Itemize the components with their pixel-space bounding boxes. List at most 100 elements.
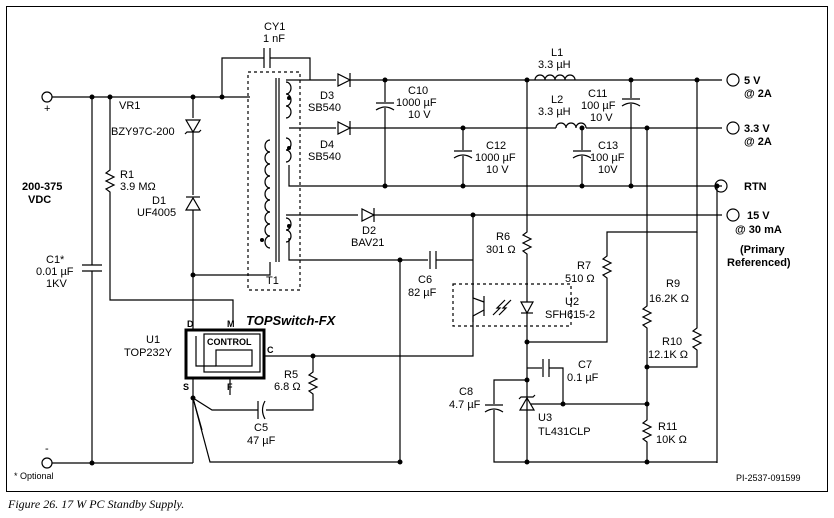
- d4-ref: D4: [320, 139, 334, 151]
- u1-pin-s: S: [183, 382, 189, 392]
- junction-dot: [560, 401, 566, 407]
- c5-wire: [192, 397, 258, 411]
- input-plus-terminal: [41, 91, 53, 103]
- u2-light-arrow: [498, 299, 512, 316]
- out-33v-voltage: 3.3 V: [744, 123, 770, 135]
- u1-value: TOP232Y: [124, 347, 173, 359]
- u3-shunt-regulator: [518, 396, 536, 411]
- d1-value: UF4005: [137, 207, 176, 219]
- c1-value: 0.01 µF: [36, 266, 74, 278]
- l1-inductor: [534, 74, 576, 81]
- r6-value: 301 Ω: [486, 244, 516, 256]
- c12-value: 1000 µF: [475, 152, 516, 164]
- u2-collector: [472, 290, 485, 303]
- c5-plate-curved: [261, 400, 266, 420]
- u1-brand: TOPSwitch-FX: [246, 313, 337, 328]
- l2-value: 3.3 µH: [538, 106, 571, 118]
- drain-wire: [193, 262, 271, 276]
- u3-value: TL431CLP: [538, 426, 591, 438]
- input-unit: VDC: [28, 194, 51, 206]
- d2-ref: D2: [362, 225, 376, 237]
- source-return-wire-2: [192, 397, 203, 431]
- out-15v-note1: (Primary: [740, 244, 786, 256]
- u3-bar: [518, 394, 536, 400]
- junction-dot: [644, 459, 650, 465]
- u1-ref: U1: [146, 334, 160, 346]
- c8-plate-curved: [484, 408, 504, 413]
- c13-ref: C13: [598, 140, 618, 152]
- u1-pin-c: C: [267, 345, 274, 355]
- r10-ref: R10: [662, 336, 682, 348]
- junction-dot: [382, 183, 388, 189]
- u1-block-label: CONTROL: [207, 337, 252, 347]
- r5-value: 6.8 Ω: [274, 381, 301, 393]
- t1-phase-dot: [287, 96, 291, 100]
- t1-bias-winding: [285, 217, 292, 243]
- cy1-ref: CY1: [264, 21, 285, 33]
- input-voltage: 200-375: [22, 181, 62, 193]
- u1-control-internal: [215, 349, 253, 367]
- c12-rating: 10 V: [486, 164, 509, 176]
- t1-5v-winding: [285, 81, 292, 119]
- t1-primary-winding: [264, 139, 271, 249]
- vr1-zener: [184, 119, 202, 134]
- c11-plate-curved: [621, 102, 641, 107]
- out-15v-terminal: [726, 208, 740, 222]
- c10-ref: C10: [408, 85, 428, 97]
- out-5v-current: @ 2A: [744, 88, 772, 100]
- u2-ref: U2: [565, 296, 579, 308]
- c11-value: 100 µF: [581, 100, 616, 112]
- out-5v-terminal: [726, 73, 740, 87]
- c6-value: 82 µF: [408, 287, 437, 299]
- t1-phase-dot: [287, 146, 291, 150]
- c8-wire: [493, 379, 527, 404]
- figure-caption: Figure 26. 17 W PC Standby Supply.: [8, 497, 185, 511]
- l1-value: 3.3 µH: [538, 59, 571, 71]
- cy1-wire-right: [270, 57, 311, 80]
- r7-resistor: [527, 80, 698, 343]
- u2-outline: [452, 283, 572, 327]
- r10-value: 12.1K Ω: [648, 349, 688, 361]
- vr1-value: BZY97C-200: [111, 126, 175, 138]
- c10-value: 1000 µF: [396, 97, 437, 109]
- u1-package: [184, 328, 266, 380]
- d4-value: SB540: [308, 151, 341, 163]
- junction-dot: [628, 183, 634, 189]
- junction-dot: [397, 459, 403, 465]
- u2-light-arrow: [492, 299, 506, 316]
- l1-ref: L1: [551, 47, 563, 59]
- d3-value: SB540: [308, 102, 341, 114]
- c8-return-wire: [493, 410, 717, 463]
- c5-ref: C5: [254, 422, 268, 434]
- r1-ref: R1: [120, 169, 134, 181]
- junction-dot: [460, 183, 466, 189]
- u1-control-block: [203, 333, 261, 373]
- cy1-value: 1 nF: [263, 33, 285, 45]
- d3-ref: D3: [320, 90, 334, 102]
- out-15v-current: @ 30 mA: [735, 224, 782, 236]
- r5-ref: R5: [284, 369, 298, 381]
- out-rtn-label: RTN: [744, 181, 767, 193]
- r10-resistor: [647, 232, 703, 368]
- r11-resistor: [641, 367, 653, 462]
- junction-dot: [579, 183, 585, 189]
- t1-phase-dot: [260, 238, 264, 242]
- t1-phase-dot: [287, 224, 291, 228]
- l2-ref: L2: [551, 94, 563, 106]
- c13-plate-curved: [572, 154, 592, 159]
- optocoupler-collector-wire: [313, 215, 474, 357]
- r11-value: 10K Ω: [656, 434, 687, 446]
- input-minus-terminal: [41, 457, 53, 469]
- out-15v-note2: Referenced): [727, 257, 791, 269]
- r9-resistor: [641, 128, 653, 367]
- c8-ref: C8: [459, 386, 473, 398]
- r7-value: 510 Ω: [565, 273, 595, 285]
- r11-ref: R11: [658, 421, 677, 433]
- out-33v-current: @ 2A: [744, 136, 772, 148]
- t1-outline: [247, 71, 301, 291]
- r1-value: 3.9 MΩ: [120, 181, 156, 193]
- u1-pin-d: D: [187, 319, 194, 329]
- u2-value: SFH615-2: [545, 309, 595, 321]
- d3-diode: [337, 73, 352, 87]
